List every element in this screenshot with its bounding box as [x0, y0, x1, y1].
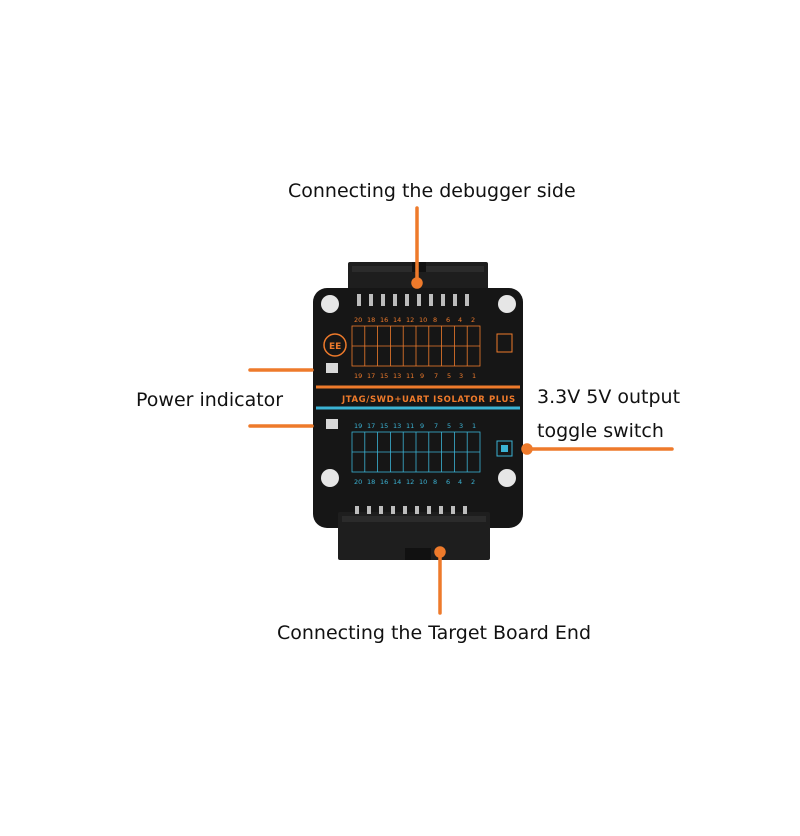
pin-number: 13	[393, 372, 401, 380]
pin-number: 1	[472, 422, 476, 430]
mounting-hole-bottom-right	[498, 469, 516, 487]
pin-number: 10	[419, 316, 427, 324]
pin-number: 20	[354, 478, 362, 486]
pin-number: 17	[367, 422, 375, 430]
pin-number: 18	[367, 316, 375, 324]
bottom-even-pin-numbers: 20 18 16 14 12 10 8 6 4 2	[354, 478, 475, 486]
pin-number: 1	[472, 372, 476, 380]
pin-number: 14	[393, 316, 401, 324]
power-indicator-callout: Power indicator	[136, 389, 284, 411]
pin-number: 6	[446, 316, 450, 324]
switch-leader-dot	[521, 443, 533, 455]
bottom-odd-pin-numbers: 19 17 15 13 11 9 7 5 3 1	[354, 422, 476, 430]
top-even-pin-numbers: 20 18 16 14 12 10 8 6 4 2	[354, 316, 475, 324]
pin-number: 11	[406, 372, 414, 380]
pin-number: 8	[433, 478, 437, 486]
target-leader-dot	[434, 546, 446, 558]
board-title: JTAG/SWD+UART ISOLATOR PLUS	[341, 395, 516, 405]
pin-number: 18	[367, 478, 375, 486]
pin-number: 19	[354, 372, 362, 380]
debugger-pin-grid	[351, 325, 481, 367]
mounting-hole-top-left	[321, 295, 339, 313]
target-board-callout: Connecting the Target Board End	[277, 622, 592, 644]
pin-number: 12	[406, 316, 414, 324]
pin-number: 4	[458, 316, 462, 324]
mounting-hole-top-right	[498, 295, 516, 313]
pin-number: 9	[420, 372, 424, 380]
top-switch-outline	[496, 333, 513, 353]
pin-number: 20	[354, 316, 362, 324]
pin-number: 6	[446, 478, 450, 486]
output-switch-callout-line1: 3.3V 5V output	[537, 386, 681, 408]
pin-number: 15	[380, 372, 388, 380]
pin-number: 16	[380, 478, 388, 486]
ee-logo: EE	[323, 333, 347, 357]
pin-number: 13	[393, 422, 401, 430]
pin-number: 5	[447, 422, 451, 430]
pin-number: 3	[459, 372, 463, 380]
pin-number: 7	[434, 422, 438, 430]
pin-number: 11	[406, 422, 414, 430]
pin-number: 5	[447, 372, 451, 380]
pin-number: 16	[380, 316, 388, 324]
mounting-hole-bottom-left	[321, 469, 339, 487]
debugger-side-callout: Connecting the debugger side	[288, 180, 576, 202]
target-pin-grid	[351, 431, 481, 473]
pin-number: 19	[354, 422, 362, 430]
pin-number: 12	[406, 478, 414, 486]
output-switch-callout-line2: toggle switch	[537, 420, 664, 442]
target-side-connector	[338, 506, 490, 560]
top-odd-pin-numbers: 19 17 15 13 11 9 7 5 3 1	[354, 372, 476, 380]
output-voltage-toggle-switch[interactable]	[496, 440, 513, 457]
pin-number: 8	[433, 316, 437, 324]
pin-number: 4	[458, 478, 462, 486]
pin-number: 9	[420, 422, 424, 430]
pin-number: 15	[380, 422, 388, 430]
power-led-bottom	[326, 419, 338, 429]
pin-number: 2	[471, 316, 475, 324]
pin-number: 2	[471, 478, 475, 486]
power-led-top	[326, 363, 338, 373]
pin-number: 17	[367, 372, 375, 380]
top-header-pins	[357, 294, 469, 306]
debugger-leader-dot	[411, 277, 423, 289]
pin-number: 7	[434, 372, 438, 380]
pin-number: 10	[419, 478, 427, 486]
pin-number: 3	[459, 422, 463, 430]
pcb-board: 20 18 16 14 12 10 8 6 4 2 19 17 15 13 11…	[313, 288, 523, 528]
logo-text: EE	[329, 342, 341, 352]
pin-number: 14	[393, 478, 401, 486]
